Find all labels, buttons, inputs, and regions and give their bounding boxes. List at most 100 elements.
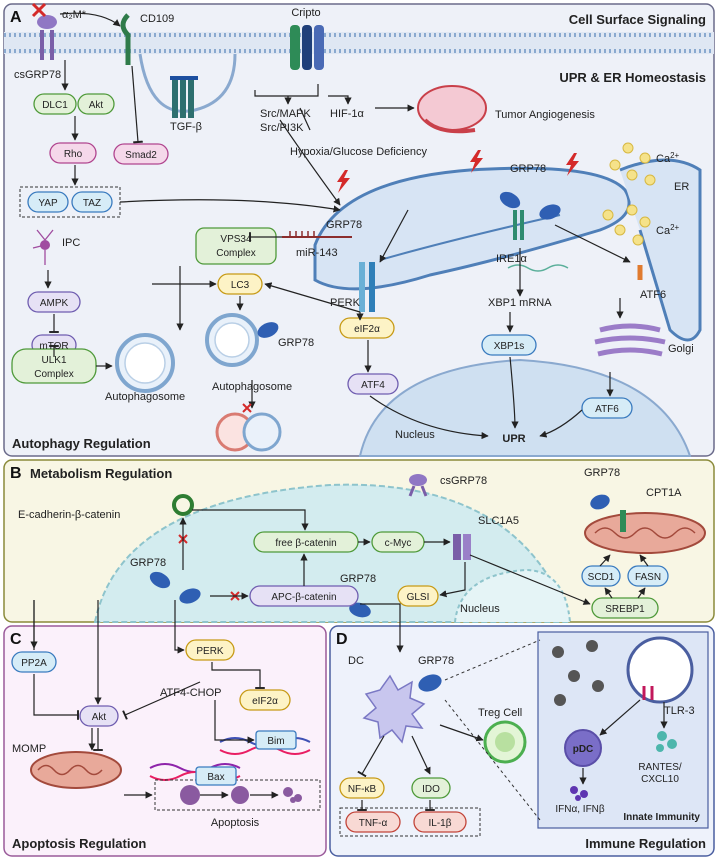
slc1a5-icon bbox=[453, 534, 471, 560]
tgfb-receptor-icon bbox=[170, 76, 198, 118]
atf4-box: ATF4 bbox=[361, 380, 385, 391]
ipc-label: IPC bbox=[62, 237, 80, 249]
xbp1s-box: XBP1s bbox=[494, 341, 525, 352]
il1b-box: IL-1β bbox=[429, 818, 452, 829]
golgi-icon bbox=[594, 323, 666, 357]
grp78-icon bbox=[257, 322, 279, 338]
tnfa-box: TNF-α bbox=[359, 818, 388, 829]
perk-box: PERK bbox=[196, 646, 224, 657]
lc3-box: LC3 bbox=[231, 280, 250, 291]
apc-bcatenin-box: APC-β-catenin bbox=[271, 592, 336, 603]
csgrp78-receptor-icon bbox=[408, 474, 428, 497]
panel-c-letter: C bbox=[10, 631, 22, 648]
taz-box: TAZ bbox=[83, 198, 101, 209]
a2m-label: α₂M* bbox=[62, 9, 87, 21]
grp78-icon bbox=[349, 602, 371, 618]
treg-cell-icon bbox=[483, 720, 527, 764]
mtor-box: mTOR bbox=[39, 341, 68, 352]
tlr3-label: TLR-3 bbox=[664, 705, 695, 717]
csgrp78-receptor-icon bbox=[37, 15, 57, 60]
rantes-label-line2: CXCL10 bbox=[641, 774, 679, 785]
dc-label: DC bbox=[348, 655, 364, 667]
nfkb-box: NF-κB bbox=[348, 784, 377, 795]
hypoxia-label: Hypoxia/Glucose Deficiency bbox=[290, 146, 427, 158]
golgi-label: Golgi bbox=[668, 343, 694, 355]
treg-label: Treg Cell bbox=[478, 707, 522, 719]
innate-immunity-title: Innate Immunity bbox=[623, 812, 700, 823]
eif2a-box: eIF2α bbox=[252, 696, 278, 707]
ipc-icon bbox=[32, 229, 54, 265]
ca-top-label: Ca2+ bbox=[656, 151, 680, 165]
grp78-left-label: GRP78 bbox=[130, 557, 166, 569]
ifn-icon bbox=[570, 786, 588, 801]
er-label: ER bbox=[674, 181, 689, 193]
pp2a-box: PP2A bbox=[21, 658, 47, 669]
dendritic-cell-icon bbox=[362, 674, 426, 744]
stress-bolt-icon bbox=[566, 153, 579, 176]
ecadherin-label: E-cadherin-β-catenin bbox=[18, 509, 120, 521]
dlc1-box: DLC1 bbox=[42, 100, 68, 111]
upr-label: UPR bbox=[502, 433, 525, 445]
calcium-icon bbox=[602, 142, 656, 246]
panel-a-letter: A bbox=[10, 9, 22, 26]
grp78-icon bbox=[418, 674, 442, 692]
apoptotic-cell-icon bbox=[180, 785, 302, 805]
xbp1-mrna-label: XBP1 mRNA bbox=[488, 297, 552, 309]
panel-d-letter: D bbox=[336, 631, 348, 648]
yap-box: YAP bbox=[38, 198, 58, 209]
slc1a5-label: SLC1A5 bbox=[478, 515, 519, 527]
rho-box: Rho bbox=[64, 149, 83, 160]
cd109-icon bbox=[120, 13, 131, 65]
rantes-label-line1: RANTES/ bbox=[638, 762, 682, 773]
grp78-autophagy-label: GRP78 bbox=[278, 337, 314, 349]
panel-c: C Apoptosis Regulation PP2A PERK Akt ATF… bbox=[3, 600, 327, 857]
endosome-icon bbox=[626, 636, 694, 704]
stress-bolt-icon bbox=[470, 150, 483, 173]
tumor-angiogenesis-label: Tumor Angiogenesis bbox=[495, 109, 595, 121]
block-x-icon bbox=[242, 403, 252, 413]
akt-box: Akt bbox=[92, 712, 107, 723]
pdc-label: pDC bbox=[573, 744, 594, 755]
panel-a: A Cell Surface Signaling UPR & ER Homeos… bbox=[3, 2, 715, 481]
ifn-label: IFNα, IFNβ bbox=[555, 804, 605, 815]
panel-a-subtitle: UPR & ER Homeostasis bbox=[559, 70, 706, 85]
stress-bolt-icon bbox=[337, 170, 350, 193]
grp78-icon bbox=[499, 191, 521, 209]
vps34-box-line2: Complex bbox=[216, 248, 255, 259]
glsi-box: GLSI bbox=[407, 592, 430, 603]
perk-label: PERK bbox=[330, 297, 361, 309]
fasn-box: FASN bbox=[635, 572, 661, 583]
cmyc-box: c-Myc bbox=[385, 538, 412, 549]
virus-icon bbox=[552, 640, 604, 706]
src-mapk-label: Src/MAPK bbox=[260, 108, 311, 120]
grp78-mito-label: GRP78 bbox=[584, 467, 620, 479]
ire1a-label: IRE1α bbox=[496, 253, 527, 265]
grp78-er-left-label: GRP78 bbox=[326, 219, 362, 231]
cpt1a-label: CPT1A bbox=[646, 487, 682, 499]
eif2a-box: eIF2α bbox=[354, 324, 380, 335]
apoptosis-label: Apoptosis bbox=[211, 817, 260, 829]
ire1a-icon bbox=[513, 210, 524, 240]
mir143-label: miR-143 bbox=[296, 247, 338, 259]
vps34-box-line1: VPS34 bbox=[220, 234, 252, 245]
bim-box: Bim bbox=[267, 736, 284, 747]
csgrp78-label: csGRP78 bbox=[440, 475, 487, 487]
e-cadherin-icon bbox=[172, 494, 194, 516]
panel-b-letter: B bbox=[10, 465, 22, 482]
tlr3-icon bbox=[642, 686, 654, 700]
cd109-label: CD109 bbox=[140, 13, 174, 25]
src-pi3k-label: Src/PI3K bbox=[260, 122, 304, 134]
nucleus-label-b: Nucleus bbox=[460, 603, 500, 615]
grp78-icon bbox=[179, 588, 201, 604]
ca-mid-label: Ca2+ bbox=[656, 223, 680, 237]
panel-b: B Metabolism Regulation E-cadherin-β-cat… bbox=[3, 459, 715, 623]
perk-icon bbox=[359, 262, 375, 312]
cytokine-icon bbox=[656, 731, 677, 752]
tgfb-label: TGF-β bbox=[170, 121, 202, 133]
panel-c-title: Apoptosis Regulation bbox=[12, 836, 146, 851]
hif1a-label: HIF-1α bbox=[330, 108, 365, 120]
momp-label: MOMP bbox=[12, 743, 46, 755]
panel-a-title: Cell Surface Signaling bbox=[569, 12, 706, 27]
pdc-cell-icon bbox=[564, 729, 602, 767]
